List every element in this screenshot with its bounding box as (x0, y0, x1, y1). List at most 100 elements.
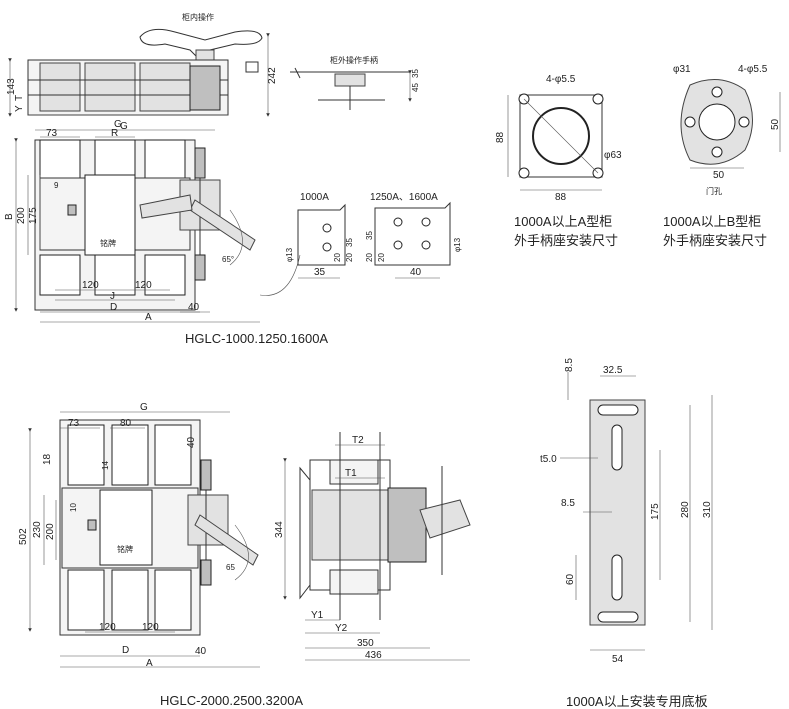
indicator-large (87, 519, 97, 531)
busbar-title-1000: 1000A (300, 192, 329, 203)
dim-t1: T1 (345, 468, 357, 479)
dim-t: T (14, 95, 25, 101)
mechanism-box (189, 65, 221, 111)
terminal-bottom-mid (111, 569, 149, 631)
link-bar (139, 194, 193, 219)
caption-hglc-1000: HGLC-1000.1250.1600A (185, 331, 328, 346)
base-plate-drawing (560, 372, 713, 651)
dim-r: R (111, 128, 118, 139)
mount-b-hole (711, 86, 723, 98)
busbar-dim-40: 40 (410, 267, 422, 278)
dim-g2: G (120, 121, 128, 132)
nameplate-panel-large (99, 489, 153, 566)
side-bottom-clamp (329, 569, 379, 595)
terminal-top-left (67, 424, 105, 486)
mount-a-88-side: 88 (495, 131, 506, 143)
nameplate-panel (84, 174, 136, 256)
mount-a-drawing (507, 93, 604, 191)
mount-a-center-hole (532, 107, 590, 165)
callout-curve (259, 254, 301, 296)
busbar-dim-13b: φ13 (453, 237, 462, 252)
mount-a-caption-1: 1000A以上A型柜 (514, 214, 612, 229)
busbar-dim-13a: φ13 (285, 247, 294, 262)
dim-a-large: A (146, 658, 153, 669)
terminal-top-left (39, 139, 81, 181)
dim-436: 436 (365, 650, 382, 661)
dim-y2: Y2 (335, 623, 348, 634)
busbar-title-1250: 1250A、1600A (370, 192, 438, 203)
shaft-bottom (194, 254, 206, 281)
angle-arc (229, 209, 243, 266)
mount-b-door-hole (698, 103, 736, 141)
base-plate-slot (611, 424, 623, 471)
bottom-switch-front-plan (28, 411, 260, 668)
busbar-dim-35b: 35 (365, 231, 374, 240)
shaft-top (194, 147, 206, 179)
dim-32-5: 32.5 (603, 365, 623, 376)
dim-120a: 120 (82, 280, 99, 291)
mount-a-88-bottom: 88 (555, 192, 567, 203)
terminal-top-right (144, 139, 186, 181)
mount-b-hole (738, 116, 750, 128)
dim-40-large: 40 (195, 646, 207, 657)
dim-120b: 120 (135, 280, 152, 291)
terminal-bottom-left (67, 569, 105, 631)
indicator (67, 204, 77, 216)
dim-d-large: D (122, 645, 129, 656)
busbar-dim-20d: 20 (377, 253, 386, 262)
mount-b-31: φ31 (673, 64, 691, 75)
terminal-bottom-right (154, 569, 192, 631)
label-outside-handle: 柜外操作手柄 (330, 55, 378, 65)
mount-b-caption-1: 1000A以上B型柜 (663, 214, 761, 229)
base-plate-slot (597, 404, 639, 416)
dim-73-large: 73 (68, 418, 80, 429)
caption-hglc-2000: HGLC-2000.2500.3200A (160, 693, 303, 708)
busbar-dim-20a: 20 (333, 253, 342, 262)
dim-120b-large: 120 (142, 622, 159, 633)
dim-73: 73 (46, 128, 58, 139)
mount-a-center: φ63 (604, 150, 622, 161)
dim-310: 310 (702, 501, 713, 518)
busbar-1000 (297, 203, 346, 266)
pole-block (39, 62, 81, 112)
busbar-1250 (374, 201, 451, 266)
side-handle (419, 499, 471, 539)
busbar-dim-20c: 20 (365, 253, 374, 262)
dim-8-5-mid: 8.5 (561, 498, 575, 509)
angle-arc-large (234, 524, 249, 581)
base-plate-body (589, 399, 646, 626)
dim-9: 9 (54, 181, 59, 190)
terminal-top-mid (111, 424, 149, 486)
side-view-drawing (283, 432, 471, 661)
side-bracket (245, 61, 259, 73)
side-top-clamp (329, 459, 379, 485)
busbar-hole (421, 217, 431, 227)
mount-b-50-side: 50 (770, 118, 781, 130)
terminal-top-mid (94, 139, 136, 181)
dim-502: 502 (18, 528, 29, 545)
busbar-hole (393, 217, 403, 227)
dim-b: B (4, 213, 15, 220)
dim-35: 35 (411, 69, 420, 78)
dim-40: 40 (188, 302, 200, 313)
busbar-hole (322, 242, 332, 252)
mount-b-holes: 4-φ5.5 (738, 64, 768, 75)
top-switch-front-plan (14, 129, 301, 323)
dim-d: D (110, 302, 117, 313)
dim-200: 200 (16, 207, 27, 224)
dim-175: 175 (28, 207, 39, 224)
dim-g-top: G (114, 119, 122, 130)
outside-handle-detail (290, 67, 412, 110)
busbar-dim-35c: 35 (314, 267, 326, 278)
terminal-bottom-right (144, 254, 186, 296)
dim-a: A (145, 312, 152, 323)
mount-a-hole (518, 167, 530, 179)
side-flange (299, 466, 311, 600)
mount-b-drawing (680, 79, 781, 169)
top-switch-side-elevation (8, 28, 270, 117)
dim-14: 14 (101, 461, 110, 470)
dim-350: 350 (357, 638, 374, 649)
dim-t5: t5.0 (540, 454, 557, 465)
mount-a-holes: 4-φ5.5 (546, 74, 576, 85)
terminal-bottom-left (39, 254, 81, 296)
